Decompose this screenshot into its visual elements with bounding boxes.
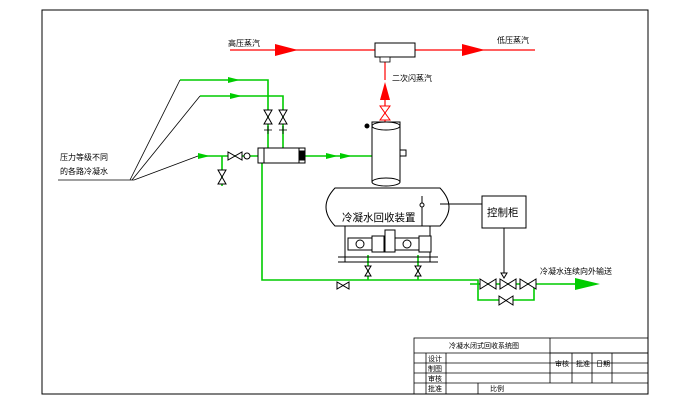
condensate-collector [257, 147, 306, 164]
title-row-review: 审核 [428, 374, 442, 383]
title-row-design: 设计 [428, 354, 442, 363]
title-block-title: 冷凝水闭式回收系统图 [449, 341, 519, 350]
outlet-arrow [575, 278, 600, 290]
title-ratio: 比例 [490, 384, 504, 393]
flash-steam-valve [379, 105, 391, 121]
inlet-valves [217, 109, 288, 185]
pump-discharge-valves [336, 265, 422, 290]
title-c3: 日期 [596, 360, 610, 368]
inlet-leader-lines [58, 79, 201, 181]
pump-skid [338, 226, 438, 263]
flash-steam-label: 二次闪蒸汽 [392, 73, 432, 83]
title-c2: 批准 [576, 359, 590, 368]
steam-distributor [374, 42, 416, 58]
distributor-flange [379, 56, 391, 63]
inlets-label-line1: 压力等级不同 [60, 152, 108, 162]
outlet-valve-group [479, 272, 537, 306]
flash-tank [364, 121, 407, 187]
inlets-label-line2: 的各路冷凝水 [60, 166, 108, 176]
high-pressure-arrow [275, 44, 298, 56]
control-cabinet [481, 195, 527, 229]
control-cabinet-label: 控制柜 [487, 206, 519, 219]
low-pressure-arrow [462, 44, 485, 56]
flash-steam-arrow-up [380, 82, 390, 100]
low-pressure-steam-label: 低压蒸汽 [497, 35, 529, 45]
title-row-draw: 制图 [428, 364, 442, 373]
condensate-receiver-tank [325, 187, 450, 227]
high-pressure-steam-label: 高压蒸汽 [228, 38, 260, 48]
recovery-unit-label: 冷凝水回收装置 [342, 211, 416, 224]
title-row-approve: 批准 [428, 384, 442, 393]
drawing-frame [41, 9, 649, 395]
outlet-label: 冷凝水连续向外输送 [540, 266, 612, 276]
condensate-flow-arrows [198, 77, 352, 159]
title-block [413, 337, 649, 395]
inlet-strainers [264, 126, 287, 134]
title-c1: 审核 [555, 359, 569, 368]
